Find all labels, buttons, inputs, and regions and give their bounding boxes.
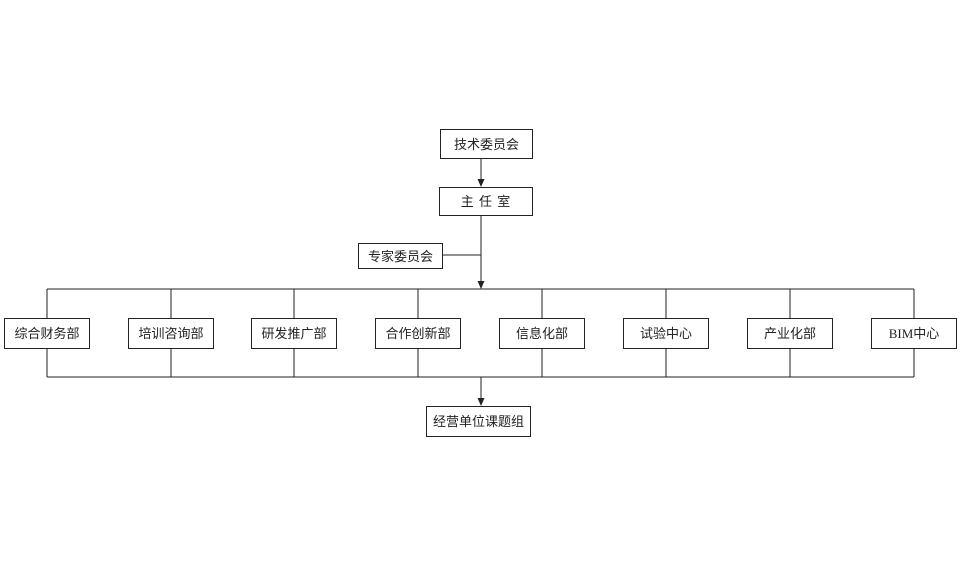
node-dept-cooperation-innovation: 合作创新部 — [375, 318, 461, 349]
node-expert-committee: 专家委员会 — [358, 243, 443, 269]
arrowhead-spine-bar — [477, 281, 485, 289]
arrowhead-bar-bottom-node — [477, 398, 485, 406]
node-dept-general-finance: 综合财务部 — [4, 318, 90, 349]
node-dept-test-center: 试验中心 — [623, 318, 709, 349]
node-dept-industrialization: 产业化部 — [747, 318, 833, 349]
connector-bar-depts-top — [46, 289, 915, 318]
node-dept-bim-center: BIM中心 — [871, 318, 957, 349]
node-director-office: 主 任 室 — [439, 187, 533, 216]
node-technical-committee: 技术委员会 — [440, 129, 533, 159]
node-dept-informatization: 信息化部 — [499, 318, 585, 349]
connector-depts-bar-bottom — [46, 349, 915, 377]
arrowhead-root-director — [477, 179, 485, 187]
node-dept-training-consulting: 培训咨询部 — [128, 318, 214, 349]
node-dept-rd-promotion: 研发推广部 — [251, 318, 337, 349]
node-operating-unit-project-team: 经营单位课题组 — [426, 406, 531, 437]
